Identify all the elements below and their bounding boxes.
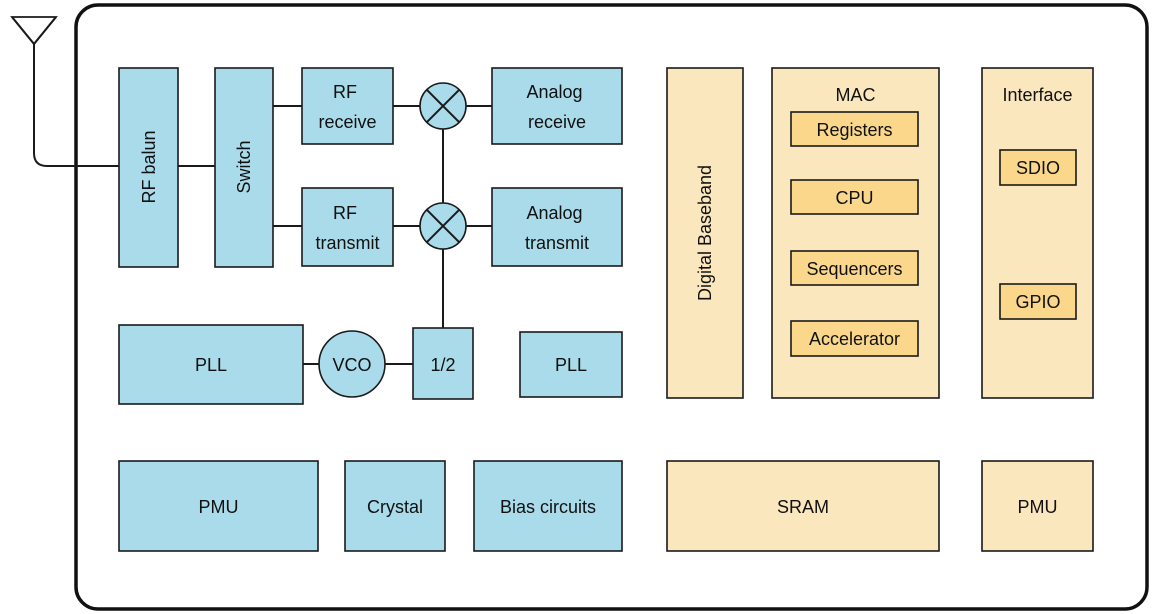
pmu-label-digital: PMU xyxy=(1018,497,1058,517)
mixer-icon xyxy=(419,202,467,250)
chip-border xyxy=(74,3,1149,611)
rf-transmit-label-line2: transmit xyxy=(315,233,379,253)
rf-receive-label-line1: RF xyxy=(333,82,357,102)
svg-text:RF receive: RF receive xyxy=(318,82,376,132)
divider-label: 1/2 xyxy=(430,355,455,375)
crystal-label: Crystal xyxy=(367,497,423,517)
antenna-icon xyxy=(10,16,58,46)
digital-baseband-label: Digital Baseband xyxy=(695,165,715,301)
rf-receive-label-line2: receive xyxy=(318,112,376,132)
switch-block: Switch xyxy=(214,67,274,268)
analog-receive-label-line1: Analog xyxy=(526,82,582,102)
analog-transmit-block: Analog transmit xyxy=(491,187,623,267)
svg-text:RF transmit: RF transmit xyxy=(315,203,379,253)
interface-sdio-label: SDIO xyxy=(1016,158,1060,178)
pll-label: PLL xyxy=(195,355,227,375)
pll-label-right: PLL xyxy=(555,355,587,375)
mixer-icon xyxy=(419,82,467,130)
rf-transmit-label-line1: RF xyxy=(333,203,357,223)
mac-registers-label: Registers xyxy=(816,120,892,140)
mac-cpu-label: CPU xyxy=(835,188,873,208)
rf-balun-block: RF balun xyxy=(118,67,179,268)
analog-transmit-label-line2: transmit xyxy=(525,233,589,253)
interface-block: Interface SDIO GPIO xyxy=(981,67,1094,399)
sram-label: SRAM xyxy=(777,497,829,517)
rf-balun-label: RF balun xyxy=(139,130,159,203)
interface-gpio-label: GPIO xyxy=(1015,292,1060,312)
switch-label: Switch xyxy=(234,140,254,193)
svg-text:Analog receive: Analog receive xyxy=(526,82,587,132)
divider-block: 1/2 xyxy=(412,327,474,400)
pll-block: PLL xyxy=(118,324,304,405)
signal-wires xyxy=(33,44,492,365)
analog-receive-label-line2: receive xyxy=(528,112,586,132)
sram-block: SRAM xyxy=(666,460,940,552)
mac-sequencers-label: Sequencers xyxy=(806,259,902,279)
crystal-block: Crystal xyxy=(344,460,446,552)
vco-block: VCO xyxy=(318,330,386,398)
pmu-block-digital: PMU xyxy=(981,460,1094,552)
pmu-block-analog: PMU xyxy=(118,460,319,552)
mac-block: MAC Registers CPU Sequencers Accelerator xyxy=(771,67,940,399)
interface-title: Interface xyxy=(1002,85,1072,105)
digital-baseband-block: Digital Baseband xyxy=(666,67,744,399)
mac-title: MAC xyxy=(836,85,876,105)
svg-text:Analog transmit: Analog transmit xyxy=(525,203,589,253)
analog-receive-block: Analog receive xyxy=(491,67,623,145)
analog-transmit-label-line1: Analog xyxy=(526,203,582,223)
rf-receive-block: RF receive xyxy=(301,67,394,145)
pll-block-digital: PLL xyxy=(519,331,623,398)
vco-label: VCO xyxy=(332,355,371,375)
pmu-label-analog: PMU xyxy=(199,497,239,517)
bias-circuits-label: Bias circuits xyxy=(500,497,596,517)
rf-transmit-block: RF transmit xyxy=(301,187,394,267)
bias-circuits-block: Bias circuits xyxy=(473,460,623,552)
mac-accelerator-label: Accelerator xyxy=(809,329,900,349)
